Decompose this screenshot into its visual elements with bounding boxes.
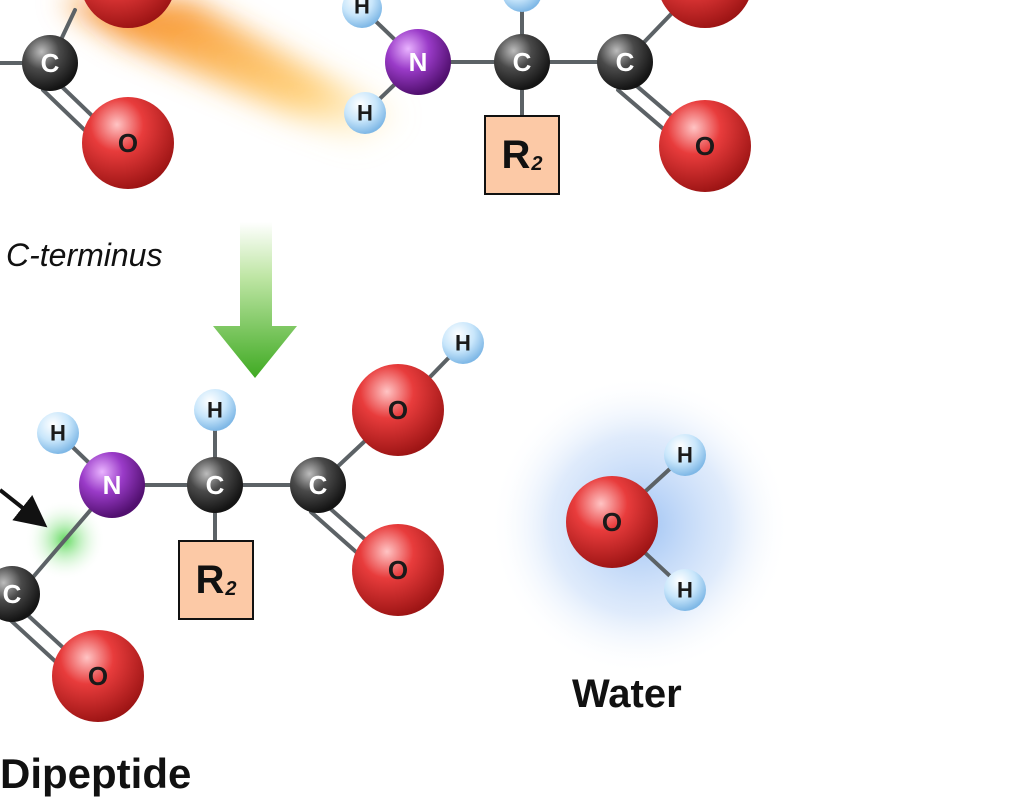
top-carbon-carboxyl-label: C [616, 47, 635, 77]
top-oxygen-right: O [659, 100, 751, 192]
bottom-hydrogen-alpha: H [194, 389, 236, 431]
bottom-oxygen-left: O [52, 630, 144, 722]
bottom-oxygen-hydroxyl-label: O [388, 395, 408, 425]
bottom-hydrogen-hydroxyl-label: H [455, 331, 471, 356]
bottom-carbon-alpha: C [187, 457, 243, 513]
water-hydrogen-lower: H [664, 569, 706, 611]
top-hydrogen-lower-label: H [357, 101, 373, 126]
top-oxygen-right-upper [661, 0, 749, 28]
water-oxygen: O [566, 476, 658, 568]
water-hydrogen-upper: H [664, 434, 706, 476]
top-oxygen-left-label: O [118, 128, 138, 158]
bottom-carbon-carboxyl-label: C [309, 470, 328, 500]
top-hydrogen-upper: H [342, 0, 382, 28]
dipeptide-caption: Dipeptide [0, 750, 192, 797]
bottom-oxygen-double-label: O [388, 555, 408, 585]
r2-top-letter: R [501, 132, 531, 177]
top-carbon-left: C [22, 35, 78, 91]
top-oxygen-left: O [82, 97, 174, 189]
bottom-carbon-alpha-label: C [206, 470, 225, 500]
peptide-bond-pointer [0, 488, 48, 528]
reaction-glow [60, 0, 400, 145]
top-oxygen-left-upper [84, 0, 172, 28]
reaction-arrow [213, 222, 297, 378]
top-nitrogen: N [385, 29, 451, 95]
r2-bottom-subscript: 2 [225, 577, 237, 600]
bottom-hydrogen-alpha-label: H [207, 398, 223, 423]
top-nitrogen-label: N [409, 47, 428, 77]
top-carbon-carboxyl: C [597, 34, 653, 90]
top-carbon-left-label: C [41, 48, 60, 78]
bottom-carbon-left: C [0, 566, 40, 622]
bottom-hydrogen-n: H [37, 412, 79, 454]
c-terminus-label: C-terminus [6, 237, 163, 273]
top-oxygen-right-label: O [695, 131, 715, 161]
top-carbon-alpha-label: C [513, 47, 532, 77]
top-hydrogen-alpha [503, 0, 541, 12]
r2-top-subscript: 2 [531, 152, 543, 175]
water-hydrogen-upper-label: H [677, 443, 693, 468]
bottom-hydrogen-n-label: H [50, 421, 66, 446]
bottom-oxygen-left-label: O [88, 661, 108, 691]
top-hydrogen-upper-label: H [354, 0, 370, 19]
bottom-hydrogen-hydroxyl: H [442, 322, 484, 364]
water-caption: Water [572, 672, 682, 716]
water-hydrogen-lower-label: H [677, 578, 693, 603]
r2-bottom-letter: R [195, 557, 225, 602]
bottom-nitrogen-label: N [103, 470, 122, 500]
bottom-oxygen-double: O [352, 524, 444, 616]
bottom-carbon-carboxyl: C [290, 457, 346, 513]
top-hydrogen-lower: H [344, 92, 386, 134]
bottom-oxygen-hydroxyl: O [352, 364, 444, 456]
top-carbon-alpha: C [494, 34, 550, 90]
water-oxygen-label: O [602, 507, 622, 537]
bottom-nitrogen: N [79, 452, 145, 518]
bottom-carbon-left-label: C [3, 579, 22, 609]
